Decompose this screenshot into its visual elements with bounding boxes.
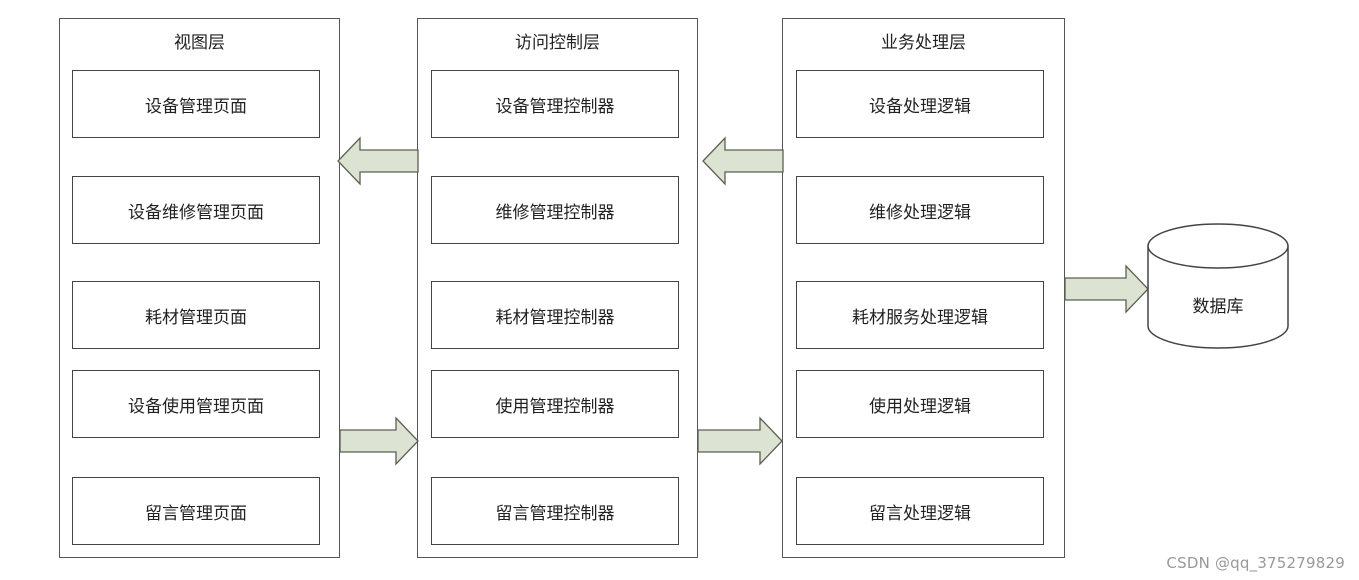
view-item: 设备管理页面	[72, 70, 320, 138]
view-item: 设备维修管理页面	[72, 176, 320, 244]
view-item: 留言管理页面	[72, 477, 320, 545]
watermark: CSDN @qq_375279829	[1166, 554, 1345, 572]
arrow-left-icon	[337, 136, 419, 186]
controller-item: 维修管理控制器	[431, 176, 679, 244]
database-icon	[1147, 223, 1289, 349]
controller-item: 使用管理控制器	[431, 370, 679, 438]
controller-item: 设备管理控制器	[431, 70, 679, 138]
logic-item: 留言处理逻辑	[796, 477, 1044, 545]
arrow-right-icon	[697, 416, 783, 466]
logic-item: 设备处理逻辑	[796, 70, 1044, 138]
access-control-layer: 访问控制层 设备管理控制器 维修管理控制器 耗材管理控制器 使用管理控制器 留言…	[417, 18, 698, 558]
view-item: 设备使用管理页面	[72, 370, 320, 438]
access-control-layer-title: 访问控制层	[515, 33, 600, 53]
arrow-right-icon	[339, 416, 419, 466]
view-layer-title: 视图层	[174, 33, 225, 53]
logic-item: 耗材服务处理逻辑	[796, 281, 1044, 349]
logic-item: 维修处理逻辑	[796, 176, 1044, 244]
arrow-left-icon	[702, 136, 784, 186]
view-layer: 视图层 设备管理页面 设备维修管理页面 耗材管理页面 设备使用管理页面 留言管理…	[59, 18, 340, 558]
view-item: 耗材管理页面	[72, 281, 320, 349]
database-label: 数据库	[1192, 297, 1244, 317]
business-layer: 业务处理层 设备处理逻辑 维修处理逻辑 耗材服务处理逻辑 使用处理逻辑 留言处理…	[782, 18, 1065, 558]
controller-item: 耗材管理控制器	[431, 281, 679, 349]
arrow-right-icon	[1064, 264, 1149, 314]
business-layer-title: 业务处理层	[881, 33, 966, 53]
controller-item: 留言管理控制器	[431, 477, 679, 545]
logic-item: 使用处理逻辑	[796, 370, 1044, 438]
